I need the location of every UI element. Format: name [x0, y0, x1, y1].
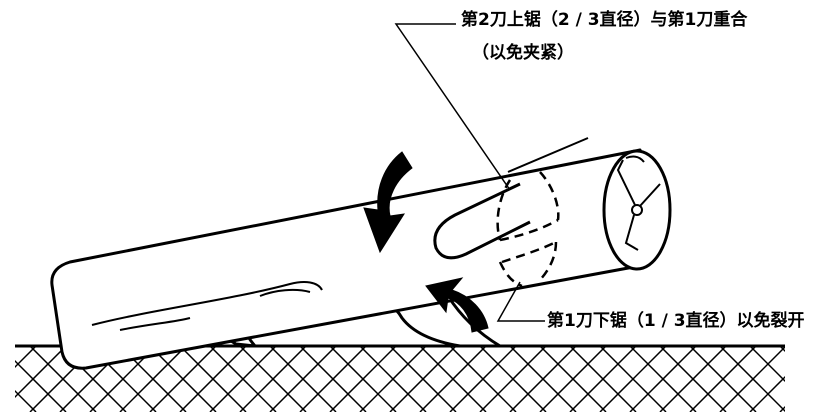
hatch-line — [810, 346, 835, 412]
hatch-line — [329, 346, 397, 412]
hatch-line — [15, 389, 37, 412]
hatch-line — [299, 346, 367, 412]
hatch-line — [689, 346, 757, 412]
log-body — [50, 148, 652, 370]
hatch-line — [779, 405, 785, 412]
saw-blade — [433, 137, 589, 260]
hatch-line — [239, 346, 307, 412]
hatch-line — [509, 346, 577, 412]
hatch-line — [629, 346, 697, 412]
log-center — [631, 204, 643, 216]
hatch-line — [389, 346, 457, 412]
hatch-line — [449, 346, 517, 412]
hatch-line — [719, 346, 785, 412]
hatch-line — [15, 346, 37, 369]
hatch-line — [149, 346, 217, 412]
upward-arrow-icon — [425, 277, 489, 333]
upper-cut-bottom — [499, 218, 559, 242]
hatch-line — [15, 346, 67, 399]
saw-top-edge — [507, 137, 589, 173]
hatch-line — [539, 346, 607, 412]
leader-lines — [394, 23, 545, 322]
hatch-line — [779, 346, 785, 353]
hatch-line — [359, 346, 427, 412]
log — [50, 148, 652, 370]
hatch-line — [119, 346, 187, 412]
hatch-line — [479, 346, 547, 412]
hatch-line — [419, 346, 487, 412]
rotation-arrow-icon — [363, 151, 413, 254]
hatch-line — [749, 375, 785, 412]
hatch-line — [0, 346, 6, 412]
bark-grain — [259, 288, 311, 297]
cut-lines — [496, 171, 560, 288]
hatch-line — [599, 346, 667, 412]
hatch-line — [810, 346, 835, 412]
hatch-line — [569, 346, 637, 412]
hatch-line — [269, 346, 337, 412]
log-end-face — [602, 149, 672, 271]
hatch-line — [209, 346, 277, 412]
upper-cut-annotation-note: （以免夹紧） — [472, 43, 574, 63]
upper-cut-annotation: 第2刀上锯（2 / 3直径）与第1刀重合 — [461, 10, 748, 30]
leader-bottom — [496, 281, 545, 322]
hatch-line — [0, 346, 6, 412]
bark-grain — [119, 317, 191, 331]
lower-cut-line — [498, 240, 558, 288]
leader-top — [394, 23, 511, 191]
hatch-line — [179, 346, 247, 412]
growth-cracks — [616, 155, 661, 251]
bark-grain — [91, 281, 323, 326]
lower-cut-annotation: 第1刀下锯（1 / 3直径）以免裂开 — [547, 311, 805, 331]
upper-cut-line — [496, 171, 560, 241]
hatch-line — [659, 346, 727, 412]
